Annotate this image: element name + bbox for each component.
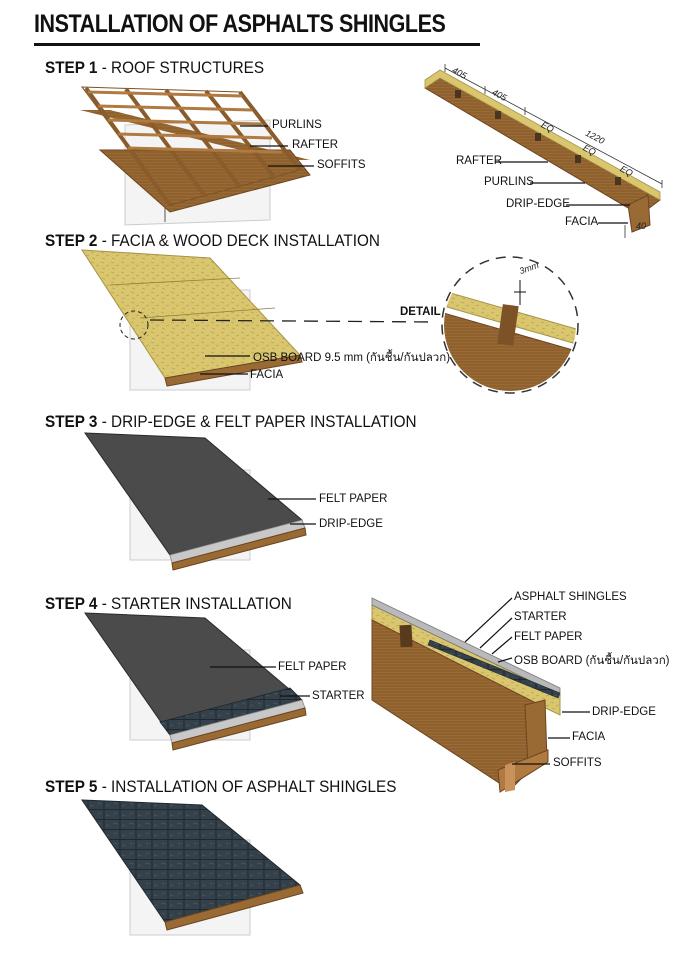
step3-text: - DRIP-EDGE & FELT PAPER INSTALLATION [97,412,417,431]
step2-detail-marker [119,310,149,340]
step1-roof-structure [80,86,314,226]
step2-text: - FACIA & WOOD DECK INSTALLATION [97,231,380,250]
step1-rafters [84,86,302,207]
step5-text: - INSTALLATION OF ASPHALT SHINGLES [97,777,397,796]
step2-detail-leader [149,319,436,323]
step3-heading: STEP 3 - DRIP-EDGE & FELT PAPER INSTALLA… [45,412,417,432]
step2-number: STEP 2 [45,231,98,250]
step2-heading: STEP 2 - FACIA & WOOD DECK INSTALLATION [45,231,380,251]
step5-shingle-surface [81,799,302,923]
step4-heading: STEP 4 - STARTER INSTALLATION [45,594,292,614]
step4-detail-label-soffits: SOFFITS [553,757,602,769]
step4-detail-label-facia: FACIA [572,731,606,743]
step1-detail-facia [627,194,651,233]
step4-number: STEP 4 [45,594,98,613]
step2-label-osb: OSB BOARD 9.5 mm (กันชื้น/กันปลวก) [253,352,451,364]
step1-rafter-detail [424,64,663,238]
step2-label-detail: DETAIL [400,306,441,318]
step4-label-felt: FELT PAPER [278,661,347,673]
step3-felt-paper [84,432,316,571]
step5-heading: STEP 5 - INSTALLATION OF ASPHALT SHINGLE… [45,777,396,797]
step1-purlins [87,90,283,154]
step4-label-starter: STARTER [312,690,365,702]
step2-label-facia: FACIA [250,369,284,381]
step1-detail-label-facia: FACIA [565,216,599,228]
title-underline [34,43,480,46]
step5-number: STEP 5 [45,777,98,796]
step2-facia [164,354,303,387]
step4-detail-label-osb: OSB BOARD (กันชื้น/กันปลวก) [514,655,670,667]
step1-label-purlins: PURLINS [272,119,322,131]
step3-label-drip-edge: DRIP-EDGE [319,518,383,530]
step4-text: - STARTER INSTALLATION [97,594,292,613]
step1-detail-rafter [424,77,661,216]
step4-detail-label-starter: STARTER [514,611,567,623]
step1-detail-label-drip-edge: DRIP-EDGE [506,198,570,210]
step4-detail-label-felt: FELT PAPER [514,631,583,643]
step2-wood-deck [81,249,436,391]
step2-detail-view [441,256,579,394]
step1-detail-label-rafter: RAFTER [456,155,502,167]
step1-dimension-lines [444,64,663,238]
step1-label-soffits: SOFFITS [317,159,366,171]
step4-eave-detail [371,597,590,793]
step1-text: - ROOF STRUCTURES [97,58,265,77]
step3-number: STEP 3 [45,412,98,431]
step4-starter [84,612,310,751]
step4-detail-label-drip-edge: DRIP-EDGE [592,706,656,718]
step5-shingle-roof [81,799,304,936]
step1-detail-label-purlins: PURLINS [484,176,534,188]
step1-number: STEP 1 [45,58,98,77]
step1-heading: STEP 1 - ROOF STRUCTURES [45,58,264,78]
step3-label-felt: FELT PAPER [319,493,388,505]
page-title: INSTALLATION OF ASPHALTS SHINGLES [34,10,446,38]
step4-detail-label-shingles: ASPHALT SHINGLES [514,591,627,603]
step1-detail-purlin-blocks [455,90,621,185]
step1-dim-small: 40 [636,221,647,231]
step1-label-rafter: RAFTER [292,139,338,151]
